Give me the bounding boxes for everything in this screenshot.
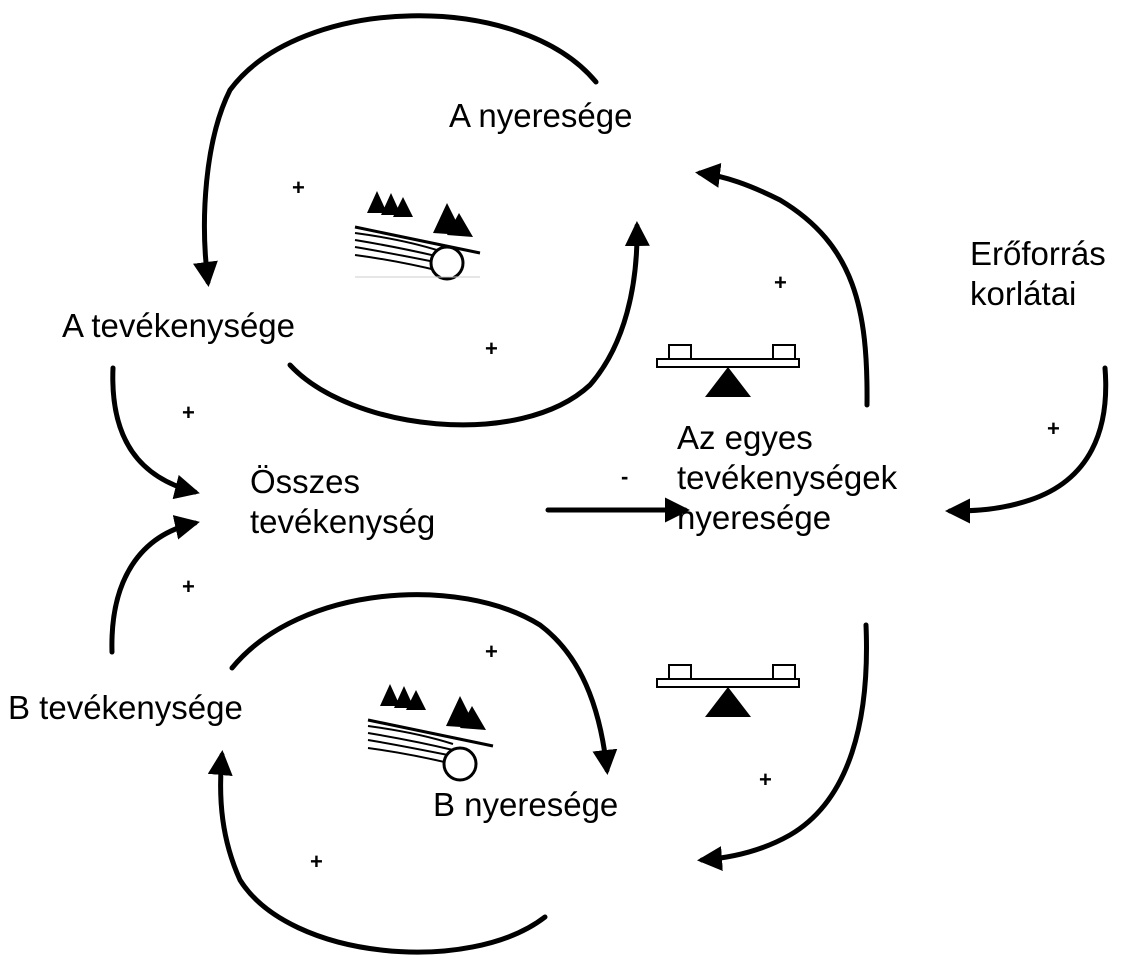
polarity-sign: + <box>182 574 195 599</box>
seesaw-balance-icon <box>656 344 800 397</box>
arrow-a-activity-to-a-profit <box>287 221 650 428</box>
polarity-sign: + <box>1047 416 1060 441</box>
node-total-activity-line-2: tevékenység <box>250 503 436 540</box>
arrow-unit-profit-to-b-profit <box>697 622 869 872</box>
seesaw-balance-icon <box>656 664 800 717</box>
node-resource-limits-line-1: Erőforrás <box>970 235 1106 272</box>
arrow-unit-profit-to-a-profit <box>695 162 870 408</box>
polarity-sign: + <box>485 336 498 361</box>
polarity-sign-negative: - <box>621 464 629 489</box>
arrow-b-profit-to-b-activity <box>207 750 548 955</box>
node-b-activity: B tevékenysége <box>8 689 243 726</box>
snowball-rolling-downhill-icon <box>354 191 481 281</box>
node-resource-limits-line-2: korlátai <box>970 275 1077 312</box>
node-a-profit: A nyeresége <box>449 97 633 134</box>
node-a-activity: A tevékenysége <box>62 307 295 344</box>
node-total-activity-line-1: Összes <box>250 463 361 500</box>
arrow-b-activity-to-b-profit <box>229 592 618 775</box>
node-unit-profit-line-1: Az egyes <box>677 419 813 456</box>
node-unit-profit-line-3: nyeresége <box>677 499 832 536</box>
polarity-sign: + <box>759 767 772 792</box>
polarity-sign: + <box>310 849 323 874</box>
polarity-sign: + <box>292 175 305 200</box>
arrow-b-activity-to-total-activity <box>109 515 200 655</box>
arrow-a-activity-to-total-activity <box>110 365 200 500</box>
snowball-rolling-downhill-icon <box>367 684 494 782</box>
polarity-sign: + <box>485 639 498 664</box>
arrow-resource-limits-to-unit-profit <box>945 365 1109 524</box>
node-unit-profit-line-2: tevékenységek <box>677 459 898 496</box>
node-total-activity: Összes tevékenység <box>250 462 435 542</box>
node-b-profit: B nyeresége <box>433 786 619 823</box>
node-unit-profit: Az egyes tevékenységek nyeresége <box>677 418 897 538</box>
node-resource-limits: Erőforrás korlátai <box>970 234 1106 314</box>
arrow-a-profit-to-a-activity <box>193 13 599 287</box>
polarity-sign: + <box>774 270 787 295</box>
polarity-sign: + <box>182 400 195 425</box>
